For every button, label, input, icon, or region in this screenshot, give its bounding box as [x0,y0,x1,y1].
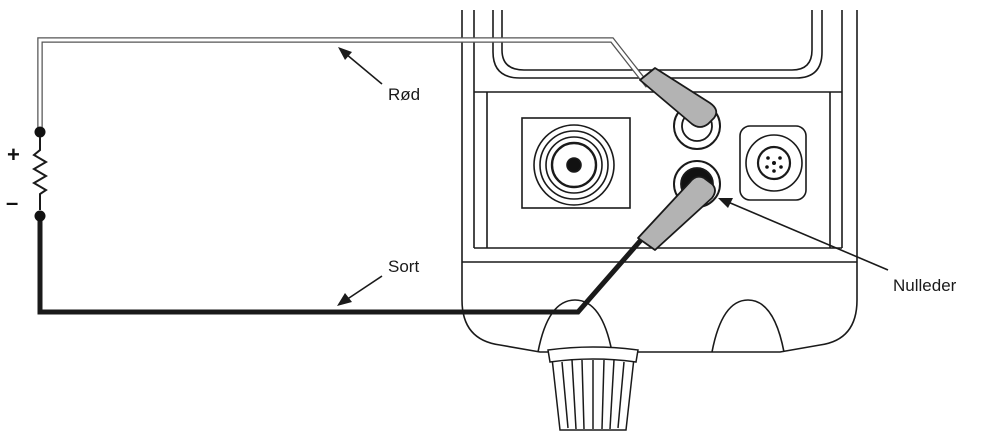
black-wire [37,216,650,315]
neutral-label: Nulleder [893,276,957,295]
adjust-knob [547,346,639,431]
left-foot [537,299,613,353]
display-window [492,10,823,79]
black-wire-callout [337,275,383,306]
sensor-socket [739,125,807,201]
meter-base [461,262,858,353]
black-lead-clip [637,175,716,251]
minus-sign: – [6,190,18,215]
plus-sign: + [7,142,20,167]
red-lead-clip [639,67,718,128]
negative-terminal [34,210,46,222]
neutral-callout [718,198,889,271]
resistor-symbol [32,126,48,222]
red-wire-label: Rød [388,85,420,104]
positive-terminal [34,126,46,138]
right-foot [711,299,785,353]
red-wire [37,37,651,132]
black-wire-label: Sort [388,257,419,276]
main-connector [521,117,631,209]
red-wire-callout [338,47,383,85]
